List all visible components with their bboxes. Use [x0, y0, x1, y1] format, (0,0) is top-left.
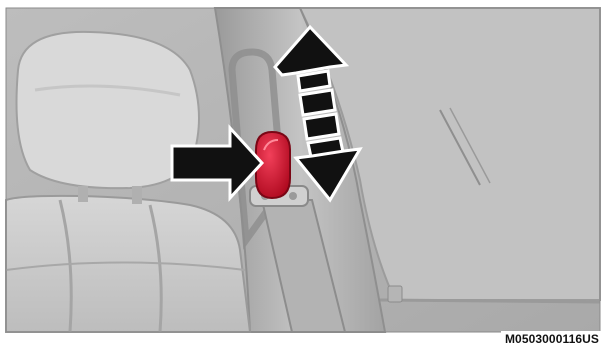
headrest-post: [78, 186, 88, 202]
seat-back: [6, 196, 250, 332]
arrow-segment-2: [304, 114, 339, 139]
arrow-segment-1: [300, 90, 335, 115]
trim-clip: [388, 286, 402, 302]
arrow-up-stem: [298, 71, 330, 91]
figure-code-label: M0503000116US: [501, 331, 601, 346]
